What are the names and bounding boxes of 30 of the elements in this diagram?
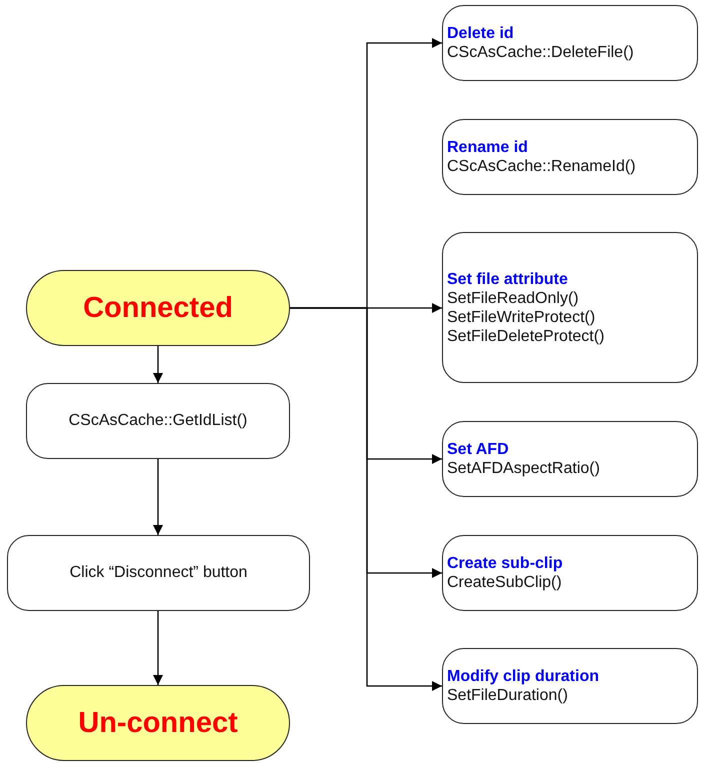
box-text: Click “Disconnect” button — [70, 564, 248, 582]
process-box — [442, 232, 698, 383]
process-box — [26, 383, 290, 459]
process-box — [442, 421, 698, 497]
box-heading: Create sub-clip — [447, 554, 564, 573]
box-heading: Set file attribute — [447, 270, 569, 288]
arrow — [153, 459, 163, 535]
arrow — [153, 611, 163, 685]
box-heading: Delete id — [447, 24, 515, 43]
box-text: SetFileDeleteProtect() — [447, 326, 606, 346]
arrow — [153, 346, 163, 383]
box-text: SetAFDAspectRatio() — [447, 459, 601, 478]
box-text: SetFileWriteProtect() — [447, 308, 596, 326]
process-box — [442, 119, 698, 195]
box-text: SetFileReadOnly() — [447, 288, 580, 308]
box-heading: Modify clip duration — [447, 667, 600, 686]
process-box — [442, 648, 698, 724]
process-box — [7, 535, 310, 611]
arrow — [290, 307, 442, 691]
box-text: SetFileDuration() — [447, 686, 569, 705]
state-label: Connected — [83, 292, 233, 324]
box-text: CScAsCache::RenameId() — [447, 157, 637, 176]
box-text: CScAsCache::GetIdList() — [68, 412, 248, 430]
box-heading: Rename id — [447, 138, 529, 157]
process-box — [442, 535, 698, 611]
box-text: CScAsCache::DeleteFile() — [447, 43, 635, 62]
state-label: Un-connect — [78, 706, 238, 740]
box-heading: Set AFD — [447, 440, 510, 459]
box-text: CreateSubClip() — [447, 573, 563, 592]
process-box — [442, 5, 698, 81]
